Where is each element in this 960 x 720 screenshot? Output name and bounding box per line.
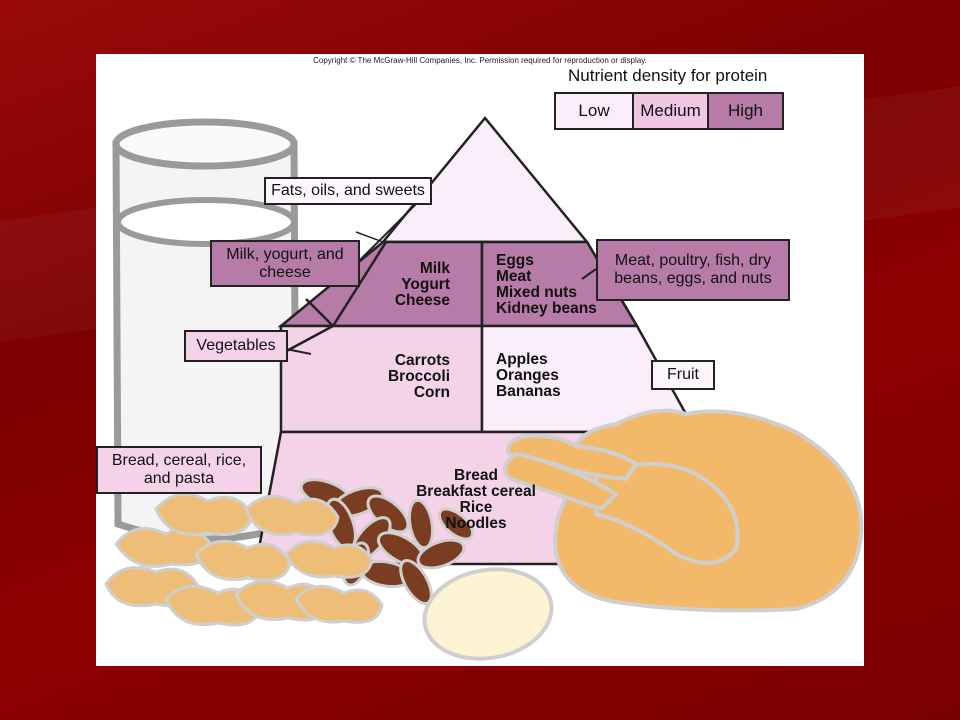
vegetable-foods-list: Carrots Broccoli Corn xyxy=(366,353,450,401)
group-label-dairy: Milk, yogurt, and cheese xyxy=(210,240,360,287)
protein-foods-list: Eggs Meat Mixed nuts Kidney beans xyxy=(496,253,626,317)
food-item: Bananas xyxy=(496,383,561,400)
legend-low: Low xyxy=(556,94,632,128)
legend-title: Nutrient density for protein xyxy=(568,66,768,85)
food-item: Eggs xyxy=(496,252,534,269)
food-item: Kidney beans xyxy=(496,300,597,317)
food-item: Oranges xyxy=(496,367,559,384)
food-item: Cheese xyxy=(394,292,450,309)
density-legend: Low Medium High xyxy=(554,92,784,130)
group-label-fruit: Fruit xyxy=(651,360,715,390)
fruit-foods-list: Apples Oranges Bananas xyxy=(496,352,616,400)
egg-icon xyxy=(422,567,554,661)
legend-high: High xyxy=(707,94,782,128)
food-item: Corn xyxy=(413,384,450,401)
group-label-protein: Meat, poultry, fish, dry beans, eggs, an… xyxy=(596,239,790,301)
group-label-vegetables: Vegetables xyxy=(184,330,288,362)
food-item: Mixed nuts xyxy=(496,284,577,301)
legend-medium: Medium xyxy=(632,94,707,128)
food-item: Breakfast cereal xyxy=(416,483,536,500)
food-item: Meat xyxy=(496,268,532,285)
copyright-notice: Copyright © The McGraw-Hill Companies, I… xyxy=(313,56,647,65)
food-item: Noodles xyxy=(445,515,507,532)
diagram-panel: Copyright © The McGraw-Hill Companies, I… xyxy=(96,54,864,666)
food-item: Broccoli xyxy=(387,368,450,385)
food-item: Yogurt xyxy=(401,276,450,293)
food-item: Milk xyxy=(419,260,450,277)
food-item: Rice xyxy=(459,499,493,516)
chicken-icon xyxy=(502,408,864,613)
grain-foods-list: Bread Breakfast cereal Rice Noodles xyxy=(376,468,576,532)
group-label-fats: Fats, oils, and sweets xyxy=(264,177,432,205)
food-item: Bread xyxy=(454,467,498,484)
group-label-grains: Bread, cereal, rice, and pasta xyxy=(96,446,262,494)
food-pyramid-illustration xyxy=(104,116,864,661)
food-item: Apples xyxy=(496,351,548,368)
dairy-foods-list: Milk Yogurt Cheese xyxy=(366,261,450,309)
food-item: Carrots xyxy=(394,352,450,369)
peanuts-icon xyxy=(104,492,384,627)
